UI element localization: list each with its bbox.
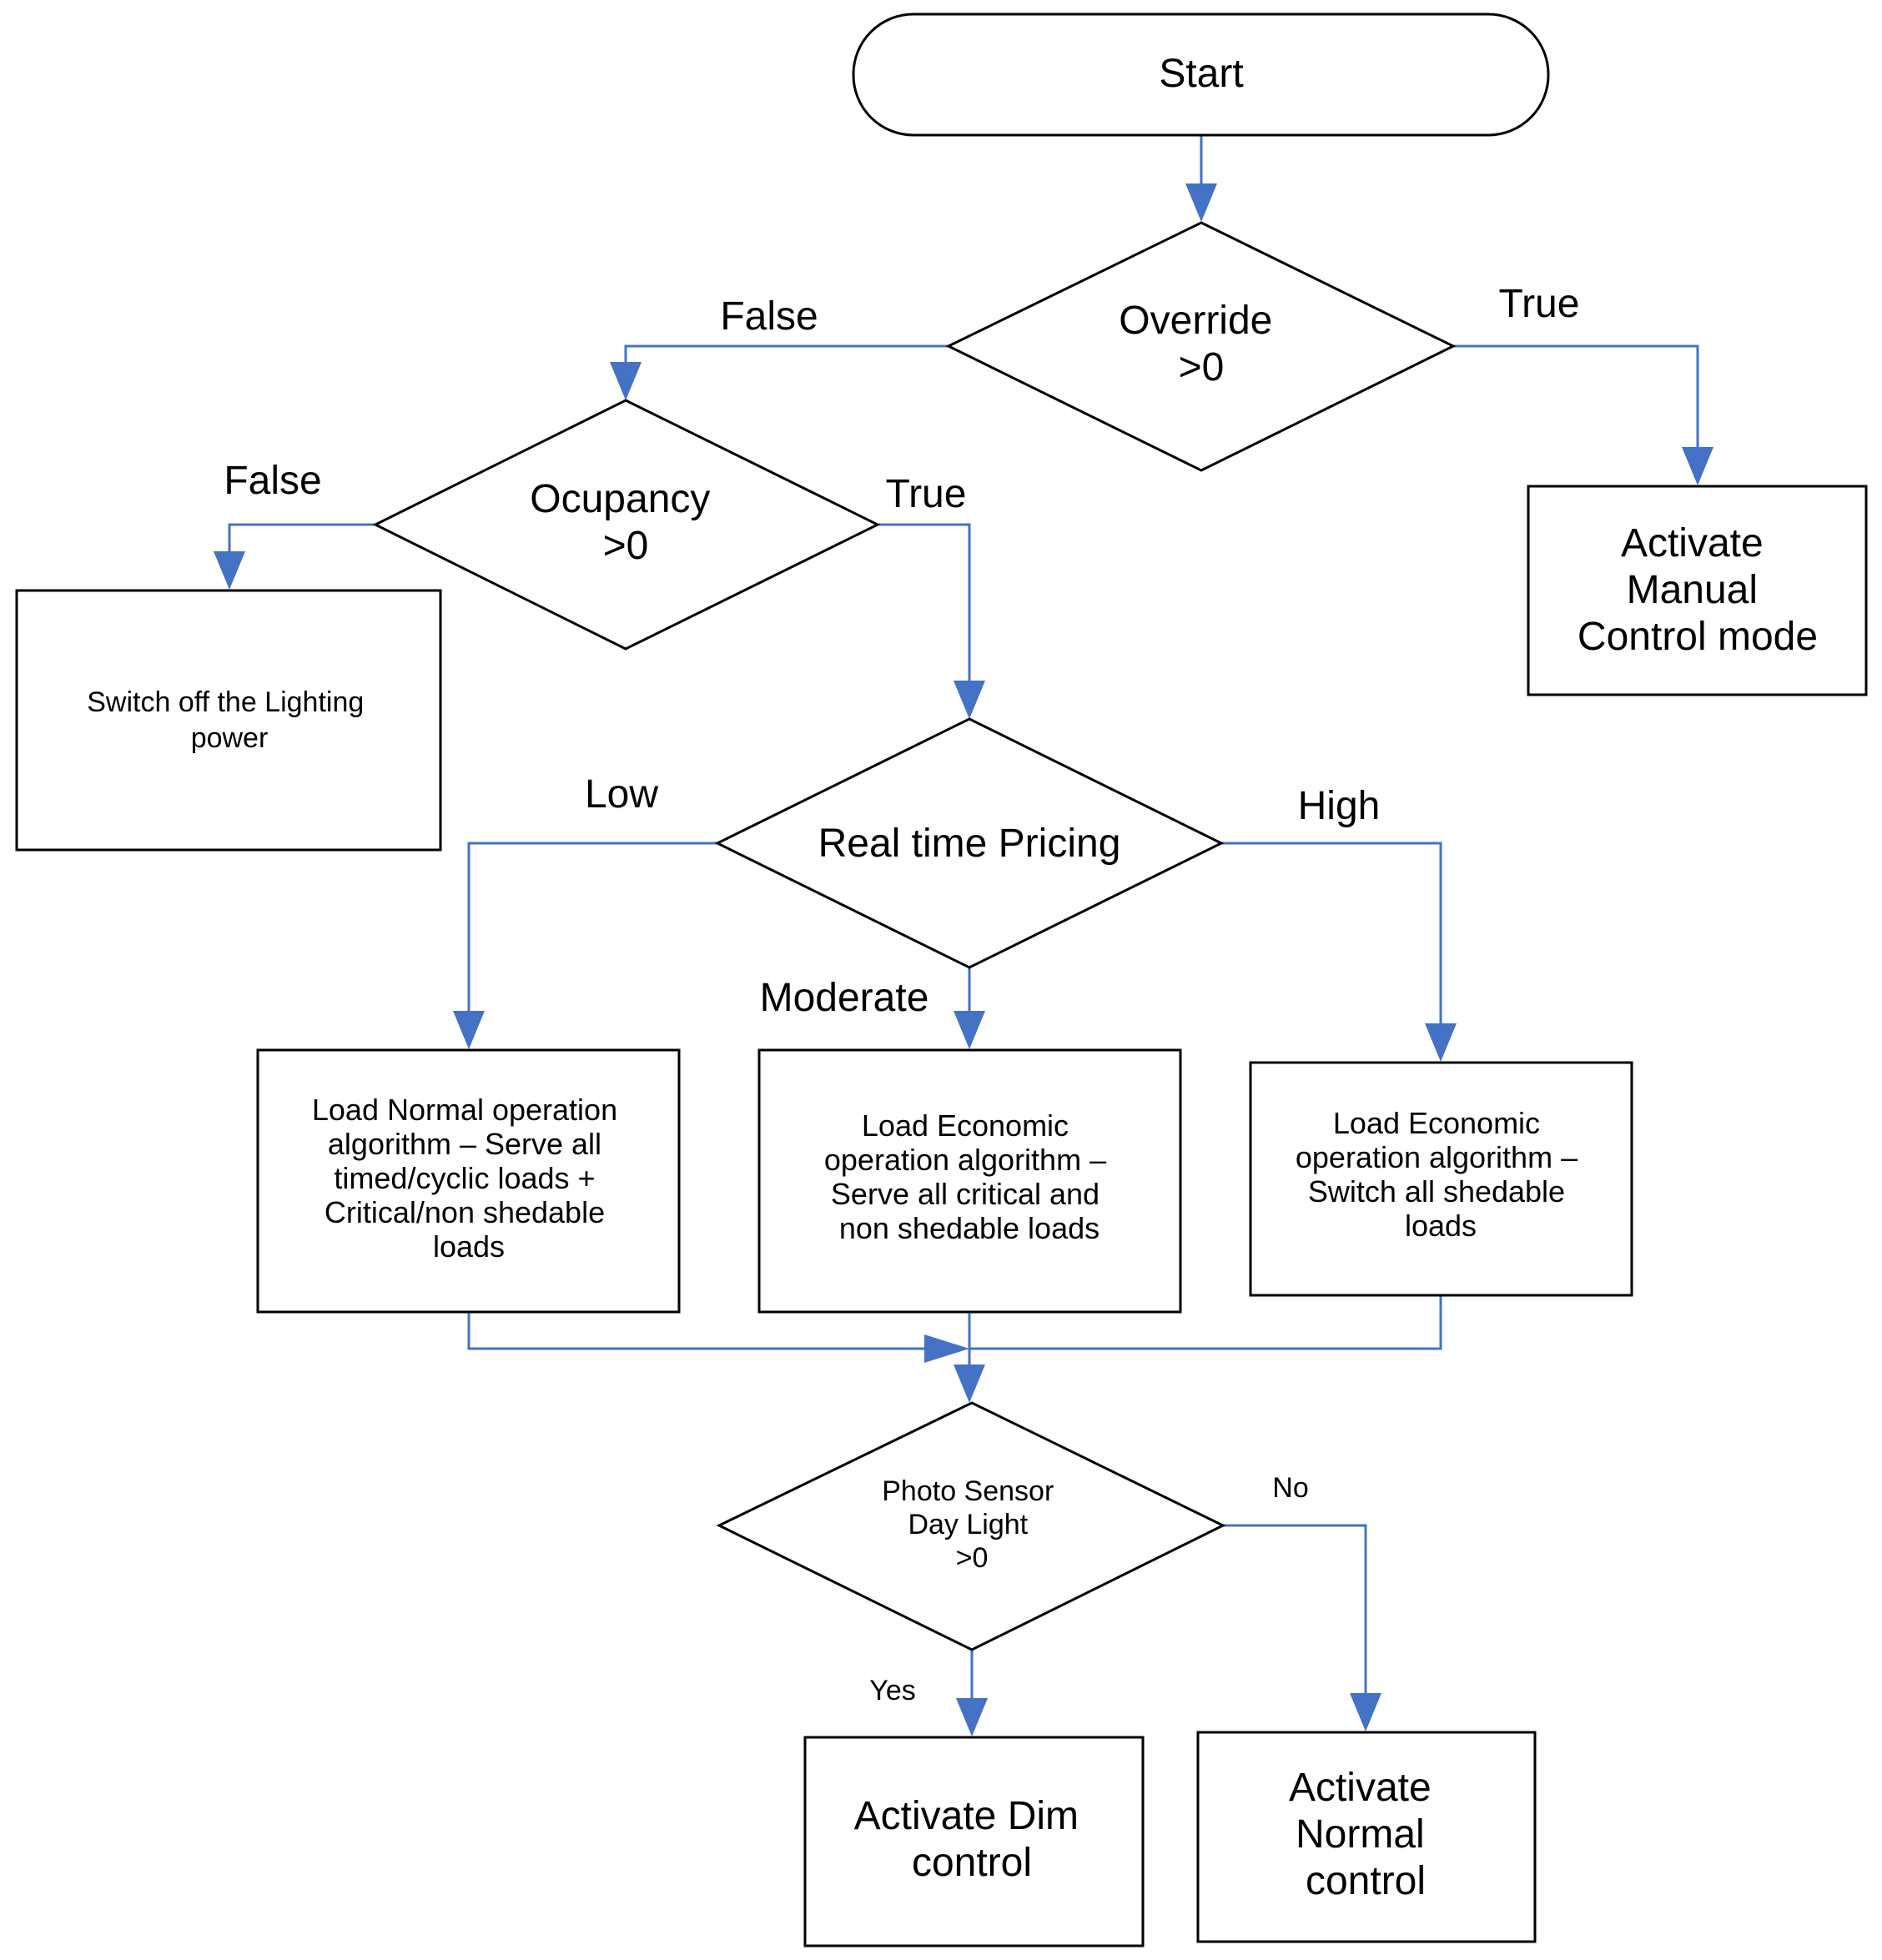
svg-text:Ocupancy >0: Ocupancy >0 — [530, 477, 721, 568]
econ-serve-line4: non shedable loads — [839, 1211, 1100, 1245]
start-label: Start — [1159, 52, 1243, 96]
connector-occupancy-false — [228, 523, 375, 559]
photo-sensor-decision: Photo Sensor Day Light >0 — [716, 1401, 1226, 1651]
economic-switch-box: Load Economic operation algorithm – Swit… — [1249, 1061, 1633, 1297]
svg-text:Load Normal operation a: Load Normal operation algorithm – Serve … — [312, 1093, 626, 1264]
connectors — [214, 135, 1713, 1736]
arrowhead-econ-serve — [954, 1011, 985, 1049]
label-occupancy-false: False — [224, 459, 321, 503]
arrowhead-manual — [1682, 447, 1713, 485]
switch-off-label-line1: Switch off the Lighting — [87, 686, 364, 718]
photo-label-line1: Photo Sensor — [882, 1475, 1054, 1507]
connector-merge-right — [969, 1295, 1442, 1350]
normal-alg-line1: Load Normal operation — [312, 1093, 617, 1127]
normal-control-line1: Activate — [1289, 1766, 1432, 1810]
normal-control-line2: Normal — [1296, 1812, 1425, 1857]
dim-label-line2: control — [912, 1841, 1032, 1885]
photo-label-line2: Day Light — [908, 1509, 1028, 1540]
arrowhead-dim — [956, 1698, 988, 1736]
arrowhead-econ-switch — [1425, 1023, 1457, 1062]
manual-label-line1: Activate — [1621, 521, 1764, 565]
dim-control-box: Activate Dim control — [803, 1736, 1145, 1947]
econ-serve-line2: operation algorithm – — [824, 1143, 1106, 1177]
arrowhead-occupancy — [610, 362, 642, 400]
pricing-decision: Real time Pricing — [714, 717, 1225, 969]
svg-text:Override >0: Override >0 — [1119, 299, 1283, 389]
svg-text:Start: Start — [1159, 52, 1243, 96]
manual-label-line2: Manual — [1627, 568, 1758, 612]
arrowhead-normal-alg — [453, 1011, 485, 1049]
econ-switch-line1: Load Economic — [1333, 1106, 1540, 1140]
switch-off-label-line2: power — [191, 722, 269, 754]
svg-text:Activate Manual Co: Activate Manual Control mode — [1578, 521, 1818, 659]
arrowhead-merge — [924, 1334, 969, 1363]
manual-label-line3: Control mode — [1578, 615, 1818, 659]
arrowhead-pricing — [954, 681, 985, 719]
connector-photo-no — [1223, 1524, 1367, 1701]
label-override-false: False — [720, 294, 818, 339]
override-decision: Override >0 — [945, 221, 1457, 472]
start-terminal: Start — [852, 13, 1550, 137]
label-pricing-moderate: Moderate — [760, 976, 929, 1020]
photo-label-line3: >0 — [956, 1542, 989, 1574]
override-label-line1: Override — [1119, 299, 1272, 343]
svg-text:Load Economic operation: Load Economic operation algorithm – Serv… — [824, 1108, 1115, 1245]
label-occupancy-true: True — [886, 472, 967, 516]
normal-alg-line2: algorithm – Serve all — [328, 1127, 601, 1161]
econ-switch-line2: operation algorithm – — [1296, 1140, 1578, 1174]
econ-serve-line1: Load Economic — [862, 1108, 1069, 1143]
econ-switch-line3: Switch all shedable — [1308, 1174, 1565, 1209]
arrowhead-photo — [954, 1364, 985, 1403]
occupancy-label-line1: Ocupancy — [530, 477, 710, 521]
switch-off-box: Switch off the Lighting power — [15, 589, 442, 852]
arrowhead-normal-control — [1350, 1693, 1381, 1731]
normal-alg-line4: Critical/non shedable — [325, 1195, 605, 1229]
manual-control-box: Activate Manual Control mode — [1527, 485, 1868, 696]
label-photo-no: No — [1272, 1472, 1308, 1504]
connector-occupancy-true — [878, 523, 971, 688]
normal-control-line3: control — [1306, 1859, 1426, 1903]
svg-text:Switch off the Lighting: Switch off the Lighting power — [87, 686, 371, 754]
svg-text:Activate Normal co: Activate Normal control — [1289, 1766, 1442, 1903]
edge-labels: False True False True Low Moderate High … — [224, 282, 1579, 1706]
normal-control-box: Activate Normal control — [1196, 1731, 1537, 1943]
svg-text:Real time Pricing: Real time Pricing — [818, 822, 1121, 866]
svg-text:Activate Dim control: Activate Dim control — [854, 1794, 1090, 1885]
arrowhead-override — [1185, 183, 1217, 222]
svg-text:Load Economic operation: Load Economic operation algorithm – Swit… — [1296, 1106, 1586, 1243]
connector-pricing-high — [1221, 842, 1442, 1030]
occupancy-label-line2: >0 — [603, 524, 649, 568]
connector-override-true — [1453, 344, 1699, 455]
economic-serve-box: Load Economic operation algorithm – Serv… — [757, 1048, 1182, 1314]
label-override-true: True — [1499, 282, 1580, 326]
occupancy-decision: Ocupancy >0 — [372, 399, 881, 651]
connector-pricing-low — [467, 842, 717, 1018]
svg-text:Photo Sensor Day Light: Photo Sensor Day Light >0 — [882, 1475, 1061, 1574]
label-photo-yes: Yes — [869, 1675, 915, 1706]
dim-label-line1: Activate Dim — [854, 1794, 1079, 1838]
arrowhead-switch-off — [214, 551, 245, 590]
connector-override-false — [624, 344, 949, 371]
econ-switch-line4: loads — [1405, 1209, 1477, 1243]
override-label-line2: >0 — [1179, 345, 1225, 389]
normal-alg-line3: timed/cyclic loads + — [334, 1161, 595, 1195]
pricing-label: Real time Pricing — [818, 822, 1121, 866]
normal-alg-line5: loads — [433, 1229, 505, 1264]
label-pricing-low: Low — [585, 772, 658, 817]
normal-algorithm-box: Load Normal operation algorithm – Serve … — [256, 1048, 681, 1314]
label-pricing-high: High — [1298, 784, 1381, 828]
econ-serve-line3: Serve all critical and — [831, 1177, 1100, 1211]
